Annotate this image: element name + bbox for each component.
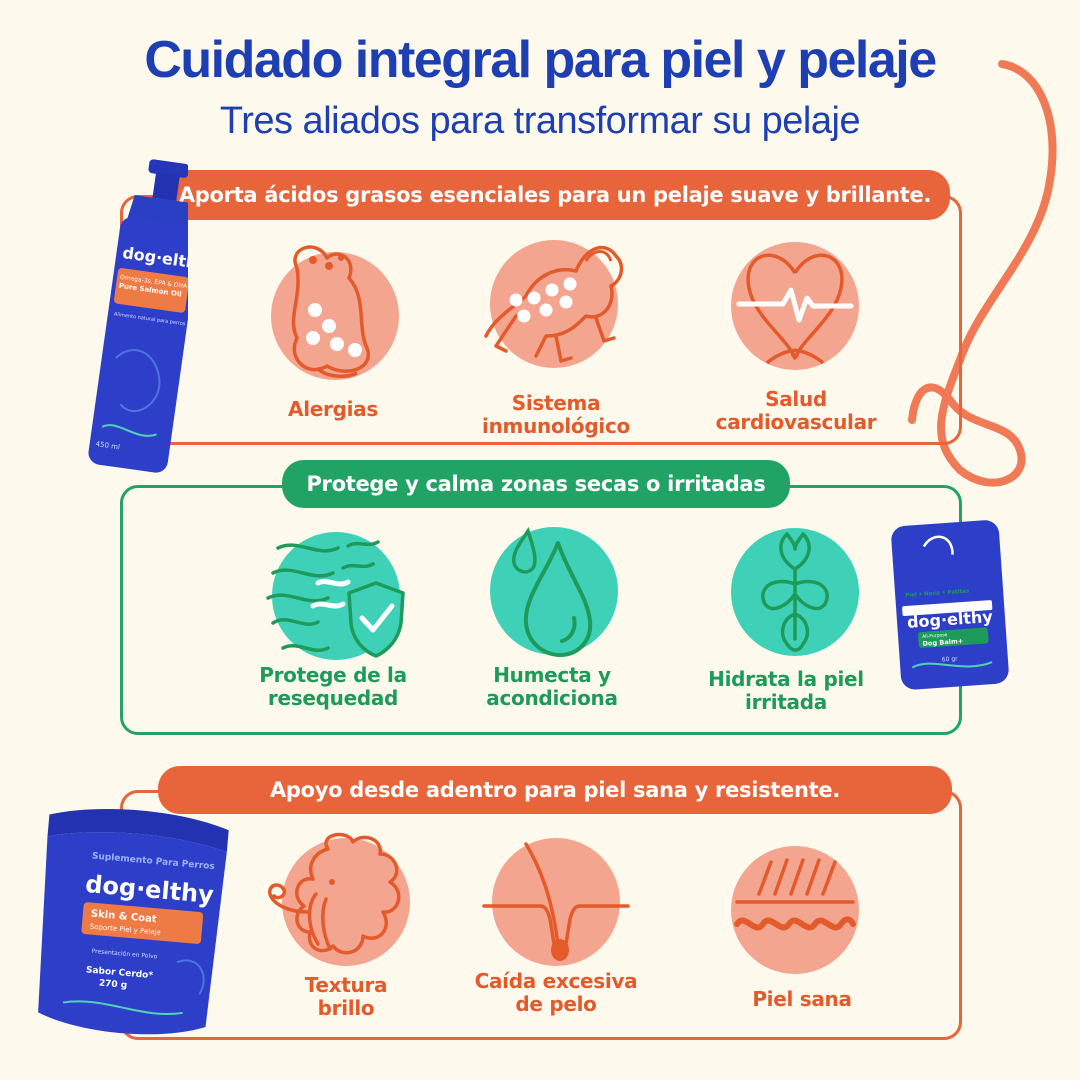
label-protege-resequedad: Protege de la resequedad — [259, 663, 407, 710]
label-humecta-acondiciona: Humecta y acondiciona — [486, 663, 618, 710]
skin-coat-jar: Suplemento Para Perros dog·elthy Skin & … — [38, 809, 229, 1035]
label-hidrata-piel: Hidrata la piel irritada — [708, 667, 864, 714]
label-salud-cardiovascular: Salud cardiovascular — [715, 387, 877, 434]
oil-size: 450 ml — [95, 440, 120, 451]
page-title: Cuidado integral para piel y pelaje — [144, 31, 937, 89]
jar-size: 270 g — [98, 979, 127, 991]
balm-note: All-Purpose — [922, 632, 948, 640]
dog-immune-icon — [484, 240, 624, 368]
dog-balm-stick: Piel • Nariz • Patitas dog·elthy All-Pur… — [891, 520, 1009, 690]
section-banner: Aporta ácidos grasos esenciales para un … — [160, 170, 950, 220]
dog-paw-allergy-icon — [271, 245, 399, 380]
balm-name: Dog Balm+ — [922, 637, 963, 648]
label-sistema-inmunologico: Sistema inmunológico — [482, 391, 630, 438]
page-subtitle: Tres aliados para transformar su pelaje — [219, 100, 861, 142]
label-piel-sana: Piel sana — [752, 987, 852, 1011]
label-textura-brillo: Textura brillo — [304, 973, 388, 1020]
skin-shield-icon — [266, 532, 405, 660]
water-drop-icon — [490, 527, 618, 657]
balm-size: 60 gr — [942, 655, 959, 663]
hair-follicle-icon — [482, 838, 630, 966]
heart-pulse-icon — [731, 242, 859, 370]
balm-tags: Piel • Nariz • Patitas — [905, 588, 970, 599]
salmon-oil-bottle: dog·elthy Pure Salmon Oil Omega-3s, EPA … — [88, 159, 188, 473]
label-caida-pelo: Caída excesiva de pelo — [474, 969, 638, 1016]
irritated-skin-icon — [731, 528, 859, 656]
healthy-skin-icon — [731, 846, 859, 974]
section-banner: Apoyo desde adentro para piel sana y res… — [158, 766, 952, 814]
section-banner: Protege y calma zonas secas o irritadas — [282, 460, 790, 508]
label-alergias: Alergias — [288, 397, 378, 421]
curly-dog-icon — [268, 832, 410, 966]
